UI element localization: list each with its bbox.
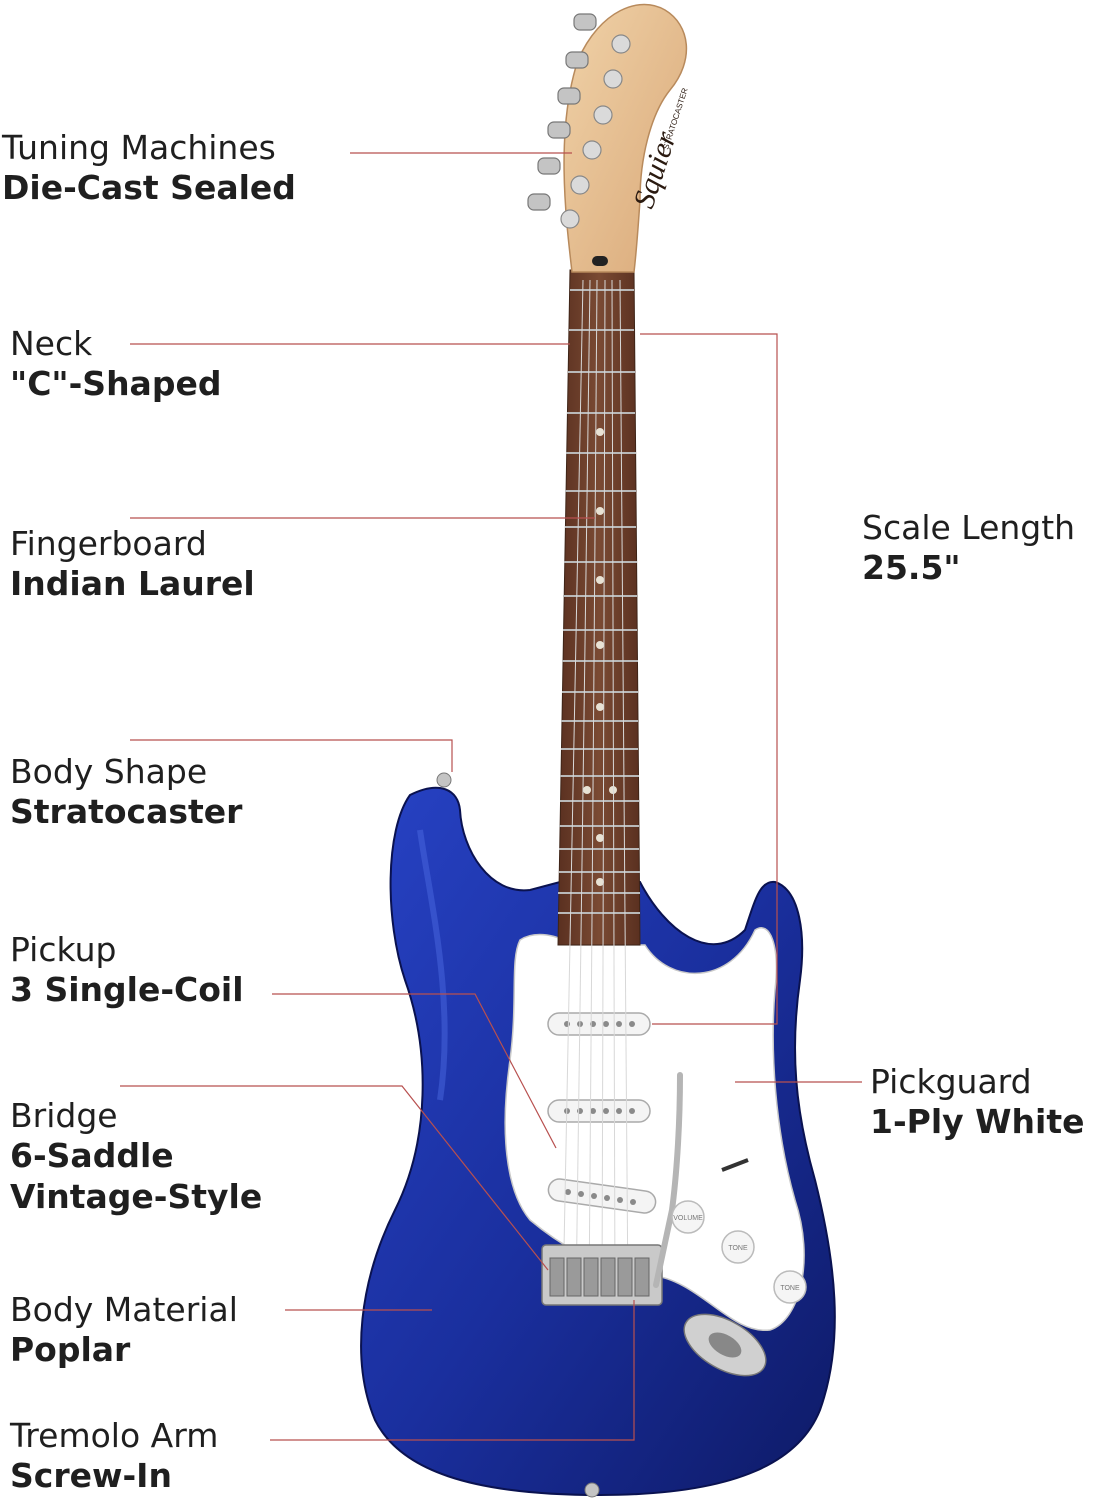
- spec-name: Pickup: [10, 930, 117, 969]
- spec-name: Tremolo Arm: [10, 1416, 219, 1455]
- frets: [558, 289, 640, 914]
- spec-value: 3 Single-Coil: [10, 970, 244, 1010]
- tuner-pegs: [527, 13, 631, 229]
- strap-button-bottom: [584, 1482, 600, 1498]
- spec-name: Body Material: [10, 1290, 238, 1329]
- spec-pickguard: Pickguard 1-Ply White: [870, 1062, 1085, 1143]
- spec-value: 1-Ply White: [870, 1102, 1085, 1142]
- spec-name: Bridge: [10, 1096, 118, 1135]
- spec-value: Indian Laurel: [10, 564, 255, 604]
- spec-tuning-machines: Tuning Machines Die-Cast Sealed: [2, 128, 296, 209]
- spec-fingerboard: Fingerboard Indian Laurel: [10, 524, 255, 605]
- tremolo-arm: [653, 1072, 683, 1288]
- leader-tremolo-arm: [270, 1300, 635, 1441]
- spec-value: 25.5": [862, 548, 961, 588]
- strap-button-top: [436, 772, 452, 788]
- pickup-selector: [721, 1158, 749, 1172]
- spec-name: Body Shape: [10, 752, 208, 791]
- spec-pickup: Pickup 3 Single-Coil: [10, 930, 244, 1011]
- leader-pickup: [272, 993, 557, 1149]
- spec-name: Scale Length: [862, 508, 1076, 547]
- tone-knob-label-2: TONE: [780, 1285, 800, 1292]
- spec-tremolo-arm: Tremolo Arm Screw-In: [10, 1416, 218, 1497]
- spec-value: Die-Cast Sealed: [2, 168, 296, 208]
- spec-value: 6-Saddle: [10, 1136, 174, 1176]
- spec-value-line-2: Vintage-Style: [10, 1176, 263, 1216]
- volume-knob-label: VOLUME: [673, 1215, 703, 1222]
- spec-neck: Neck "C"-Shaped: [10, 324, 221, 405]
- spec-name: Pickguard: [870, 1062, 1032, 1101]
- spec-scale-length: Scale Length 25.5": [862, 508, 1075, 589]
- leader-lines: [120, 152, 862, 1441]
- bridge: [541, 1244, 663, 1306]
- spec-name: Tuning Machines: [2, 128, 276, 167]
- leader-bridge: [120, 1085, 549, 1271]
- spec-body-shape: Body Shape Stratocaster: [10, 752, 242, 833]
- spec-value: Poplar: [10, 1330, 131, 1370]
- spec-bridge: Bridge 6-Saddle Vintage-Style: [10, 1096, 262, 1217]
- strings: [562, 279, 629, 1301]
- spec-body-material: Body Material Poplar: [10, 1290, 238, 1371]
- spec-value: "C"-Shaped: [10, 364, 222, 404]
- spec-value: Screw-In: [10, 1456, 172, 1496]
- fret-markers: [583, 428, 617, 886]
- spec-name: Neck: [10, 324, 93, 363]
- leader-scale-length: [640, 333, 778, 1025]
- control-knobs: VOLUME TONE TONE: [671, 1200, 807, 1304]
- spec-name: Fingerboard: [10, 524, 207, 563]
- tone-knob-label-1: TONE: [728, 1245, 748, 1252]
- spec-value: Stratocaster: [10, 792, 243, 832]
- leader-body-shape: [130, 739, 453, 772]
